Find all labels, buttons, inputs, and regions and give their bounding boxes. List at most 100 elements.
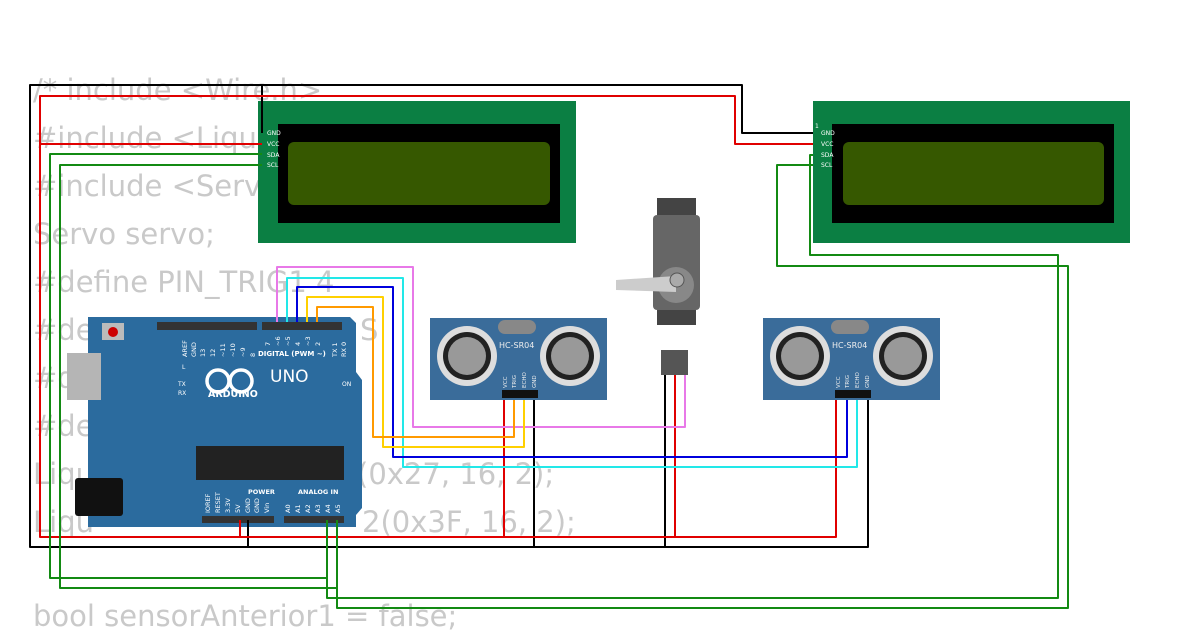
wire-yellow[interactable] bbox=[306, 296, 525, 448]
pin-label: 1 bbox=[815, 123, 819, 130]
analog-pin-labels: A0 A1 A2 A3 A4 A5 bbox=[284, 504, 342, 513]
header-analog bbox=[284, 516, 344, 523]
pin-label: VCC bbox=[821, 141, 833, 148]
code-background: /* include <Wire.h> #include <Liqui #inc… bbox=[33, 73, 576, 630]
board-brand: ARDUINO bbox=[208, 389, 258, 400]
pin-label: 3.3V bbox=[224, 498, 232, 513]
led-label: L bbox=[182, 364, 186, 371]
pin-label: 7 bbox=[264, 342, 272, 346]
wire-i2c[interactable] bbox=[59, 164, 338, 589]
pin-label: GND bbox=[821, 130, 835, 137]
wire-i2c[interactable] bbox=[336, 164, 1069, 609]
pin-label: RX 0 bbox=[340, 342, 348, 357]
microcontroller-chip bbox=[196, 446, 344, 480]
usb-port bbox=[67, 353, 101, 400]
code-line: Servo servo; bbox=[33, 217, 215, 251]
lcd1-screen bbox=[288, 142, 550, 205]
code-line: S bbox=[360, 313, 378, 347]
sensor-label: HC-SR04 bbox=[499, 341, 534, 350]
pin-label: 13 bbox=[199, 349, 207, 357]
pin-label: ECHO bbox=[855, 372, 861, 388]
pin-label: 2 bbox=[314, 342, 322, 346]
pin-label: GND bbox=[267, 130, 281, 137]
servo-horn bbox=[616, 276, 676, 292]
ultrasonic-sensor-1[interactable]: HC-SR04 VCC TRIG ECHO GND bbox=[430, 318, 607, 400]
pin-label: VCC bbox=[267, 141, 279, 148]
pin-label: ~9 bbox=[239, 347, 247, 357]
ultrasonic-sensor-2[interactable]: HC-SR04 VCC TRIG ECHO GND bbox=[763, 318, 940, 400]
servo-motor[interactable] bbox=[616, 198, 700, 375]
code-line: #include <Liqui bbox=[33, 121, 265, 155]
power-pin-labels: IOREF RESET 3.3V 5V GND GND Vin bbox=[204, 492, 271, 513]
pin-label: ~11 bbox=[219, 343, 227, 357]
digital-pin-labels: AREF GND 13 12 ~11 ~10 ~9 8 7 ~6 ~5 4 ~3… bbox=[181, 336, 348, 358]
lcd2-screen bbox=[843, 142, 1104, 205]
pin-label: ~10 bbox=[229, 343, 237, 357]
reset-button-cap bbox=[108, 327, 118, 337]
code-line: #de bbox=[33, 313, 94, 347]
code-line: #define PIN_TRIG1 4 bbox=[33, 265, 335, 299]
arduino-uno[interactable]: AREF GND 13 12 ~11 ~10 ~9 8 7 ~6 ~5 4 ~3… bbox=[67, 317, 362, 527]
pin-label: 5V bbox=[234, 504, 242, 513]
power-label: POWER bbox=[248, 488, 275, 496]
wire-gnd[interactable] bbox=[29, 84, 869, 548]
header-digital-high bbox=[157, 322, 257, 330]
wires[interactable] bbox=[29, 84, 1069, 609]
servo-connector bbox=[661, 350, 688, 375]
header-digital bbox=[262, 322, 342, 330]
pin-label: 8 bbox=[249, 353, 257, 357]
led-label: TX bbox=[177, 381, 186, 388]
pin-label: GND bbox=[253, 498, 261, 513]
code-line: #include <Serv bbox=[33, 169, 261, 203]
code-line: 2(0x3F, 16, 2); bbox=[362, 505, 576, 539]
pin-label: A4 bbox=[324, 504, 332, 513]
code-line: bool sensorAnterior1 = false; bbox=[33, 599, 457, 630]
pin-label: RESET bbox=[214, 492, 222, 513]
wire-cyan[interactable] bbox=[286, 277, 858, 468]
lcd1[interactable]: GND VCC SDA SCL bbox=[258, 101, 576, 243]
pin-label: 4 bbox=[294, 342, 302, 346]
pin-label: TRIG bbox=[845, 375, 851, 389]
wire-vcc[interactable] bbox=[39, 95, 837, 538]
board-model: UNO bbox=[270, 367, 309, 387]
code-line: #de bbox=[33, 409, 94, 443]
pin-label: GND bbox=[244, 498, 252, 513]
pin-label: A2 bbox=[304, 504, 312, 513]
pin-label: TRIG bbox=[512, 375, 518, 389]
pin-label: Vin bbox=[263, 503, 271, 513]
pin-label: GND bbox=[865, 375, 871, 388]
pin-label: AREF bbox=[181, 340, 189, 357]
pin-label: ~6 bbox=[274, 336, 282, 346]
wire-i2c[interactable] bbox=[49, 153, 328, 579]
header-power bbox=[202, 516, 274, 523]
sensor-label: HC-SR04 bbox=[832, 341, 867, 350]
pin-label: ~3 bbox=[304, 336, 312, 346]
wire-blue[interactable] bbox=[296, 286, 848, 458]
pin-label: VCC bbox=[503, 376, 509, 388]
led-label: RX bbox=[178, 390, 186, 397]
pin-label: ~5 bbox=[284, 336, 292, 346]
led-label: ON bbox=[342, 381, 351, 388]
pin-label: A0 bbox=[284, 504, 292, 513]
pin-label: A1 bbox=[294, 504, 302, 513]
pin-label: A5 bbox=[334, 504, 342, 513]
analog-label: ANALOG IN bbox=[298, 488, 338, 496]
power-jack bbox=[75, 478, 123, 516]
pin-label: TX 1 bbox=[331, 342, 339, 358]
pin-label: SCL bbox=[821, 162, 833, 169]
pin-label: GND bbox=[190, 342, 198, 357]
pin-label: IOREF bbox=[204, 493, 212, 513]
lcd2[interactable]: 1 GND VCC SDA SCL bbox=[813, 101, 1130, 243]
pin-label: A3 bbox=[314, 504, 322, 513]
pin-label: 12 bbox=[209, 349, 217, 357]
pin-label: SCL bbox=[267, 162, 279, 169]
pin-label: VCC bbox=[836, 376, 842, 388]
pin-label: GND bbox=[532, 375, 538, 388]
pin-label: SDA bbox=[821, 152, 834, 159]
wire-i2c[interactable] bbox=[326, 154, 1059, 599]
wire-orange[interactable] bbox=[316, 306, 515, 438]
pin-label: SDA bbox=[267, 152, 280, 159]
code-line: (0x27, 16, 2); bbox=[357, 457, 554, 491]
wire-pink[interactable] bbox=[276, 266, 686, 428]
